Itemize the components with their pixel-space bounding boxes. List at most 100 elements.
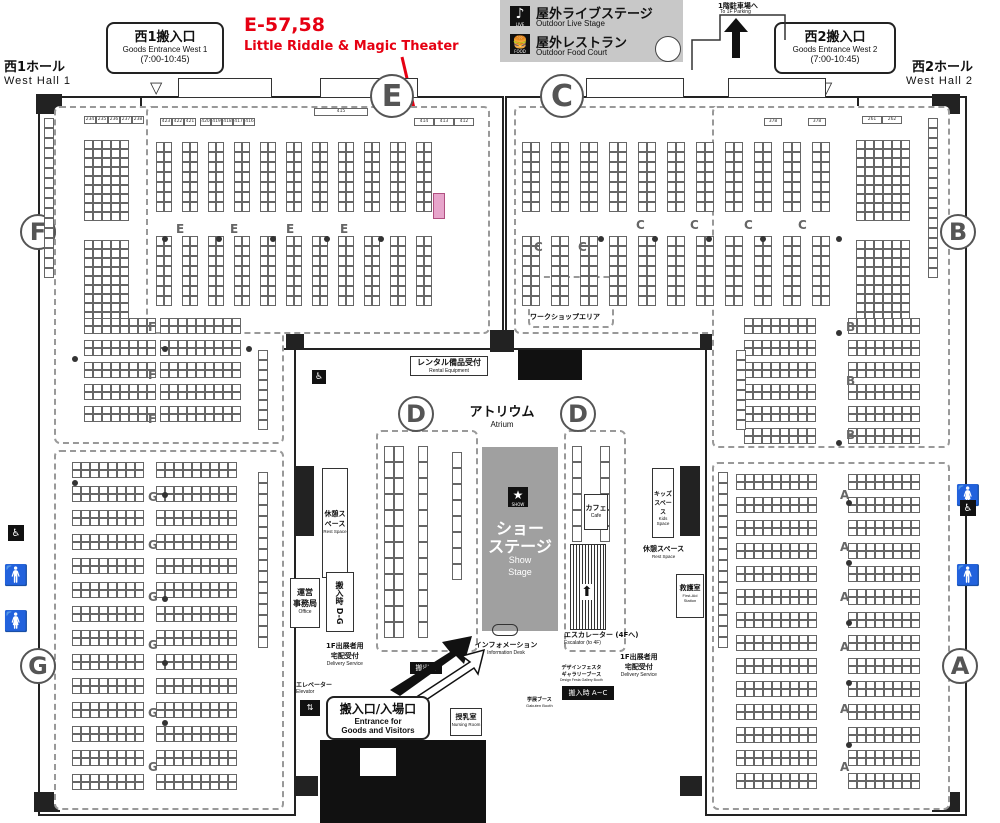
booth-cell (893, 318, 902, 326)
booth-cell (856, 249, 865, 258)
booth-cell (258, 494, 268, 505)
booth-cell (902, 612, 911, 620)
booth-cell (798, 362, 807, 370)
booth-cell (772, 781, 781, 789)
booth-cell (808, 712, 817, 720)
booth-cell (312, 246, 320, 256)
booth-cell (156, 534, 165, 542)
booth-cell (201, 750, 210, 758)
booth-cell (384, 558, 394, 574)
booth-cell (234, 246, 242, 256)
booth-cell (763, 612, 772, 620)
booth-cell (201, 462, 210, 470)
booth-cell (187, 348, 196, 356)
design-booth-jp-2: ギャラリーブース (561, 672, 602, 678)
booth-cell (108, 534, 117, 542)
booth-cell (390, 152, 398, 162)
booth-cell (848, 612, 857, 620)
delivery-right-jp-1: 1F出展者用 (620, 653, 658, 661)
booth-cell (93, 158, 102, 167)
booth-cell (754, 528, 763, 536)
booth-cell (93, 167, 102, 176)
booth-cell (848, 505, 857, 513)
booth-block (812, 142, 830, 212)
booth-cell (783, 286, 792, 296)
booth-cell (874, 212, 883, 221)
booth-cell (258, 637, 268, 648)
booth-cell (902, 735, 911, 743)
booth-cell (928, 198, 938, 208)
booth-cell (165, 534, 174, 542)
booth-cell (763, 286, 772, 296)
booth-block (286, 142, 302, 212)
booth-cell (812, 182, 821, 192)
booth-block (160, 340, 241, 356)
booth-cell (754, 543, 763, 551)
booth-cell (135, 582, 144, 590)
booth-cell (790, 520, 799, 528)
booth-cell (884, 436, 893, 444)
booth-cell (857, 392, 866, 400)
booth-cell (165, 686, 174, 694)
booth-cell (183, 462, 192, 470)
booth-cell (258, 516, 268, 527)
booth-cell (126, 750, 135, 758)
booth-cell (312, 172, 320, 182)
booth-cell (190, 142, 198, 152)
highlight-booth-cells[interactable] (433, 193, 445, 219)
booth-cell (210, 542, 219, 550)
booth-block (156, 606, 237, 622)
booth-cell (126, 630, 135, 638)
booth-cell (216, 192, 224, 202)
booth-cell (734, 266, 743, 276)
booth-cell (160, 384, 169, 392)
booth-cell (676, 286, 685, 296)
booth-cell (763, 689, 772, 697)
booth-cell (190, 162, 198, 172)
booth-cell (390, 266, 398, 276)
booth-cell (589, 202, 598, 212)
booth-cell (754, 689, 763, 697)
booth-cell (174, 534, 183, 542)
area-letter: G (148, 538, 158, 552)
booth-cell (286, 246, 294, 256)
booth-cell (242, 276, 250, 286)
booth-cell (892, 140, 901, 149)
booth-block (667, 236, 685, 306)
booth-cell (772, 750, 781, 758)
booth-cell (866, 370, 875, 378)
booth-cell (884, 474, 893, 482)
booth-cell (84, 318, 93, 326)
booth-cell (201, 518, 210, 526)
booth-cell (84, 370, 93, 378)
booth-cell (93, 149, 102, 158)
booth-cell (609, 286, 618, 296)
booth-cell (609, 276, 618, 286)
booth-cell (111, 348, 120, 356)
booth-cell (111, 392, 120, 400)
booth-cell (725, 162, 734, 172)
booth-cell (183, 534, 192, 542)
booth-cell (911, 482, 920, 490)
booth-cell (398, 202, 406, 212)
booth-cell (884, 392, 893, 400)
booth-cell (129, 362, 138, 370)
booth-cell (902, 436, 911, 444)
booth-cell (901, 212, 910, 221)
booth-cell (875, 620, 884, 628)
booth-block (848, 543, 920, 559)
booth-cell (294, 152, 302, 162)
booth-cell (84, 348, 93, 356)
booth-cell (210, 750, 219, 758)
booth-cell (893, 340, 902, 348)
booth-cell (165, 750, 174, 758)
booth-cell (911, 658, 920, 666)
booth-cell (589, 256, 598, 266)
booth-cell (81, 726, 90, 734)
booth-cell (799, 474, 808, 482)
booth-block (848, 340, 920, 356)
booth-cell (201, 470, 210, 478)
booth-cell (551, 172, 560, 182)
booth-cell (201, 542, 210, 550)
booth-cell (865, 285, 874, 294)
